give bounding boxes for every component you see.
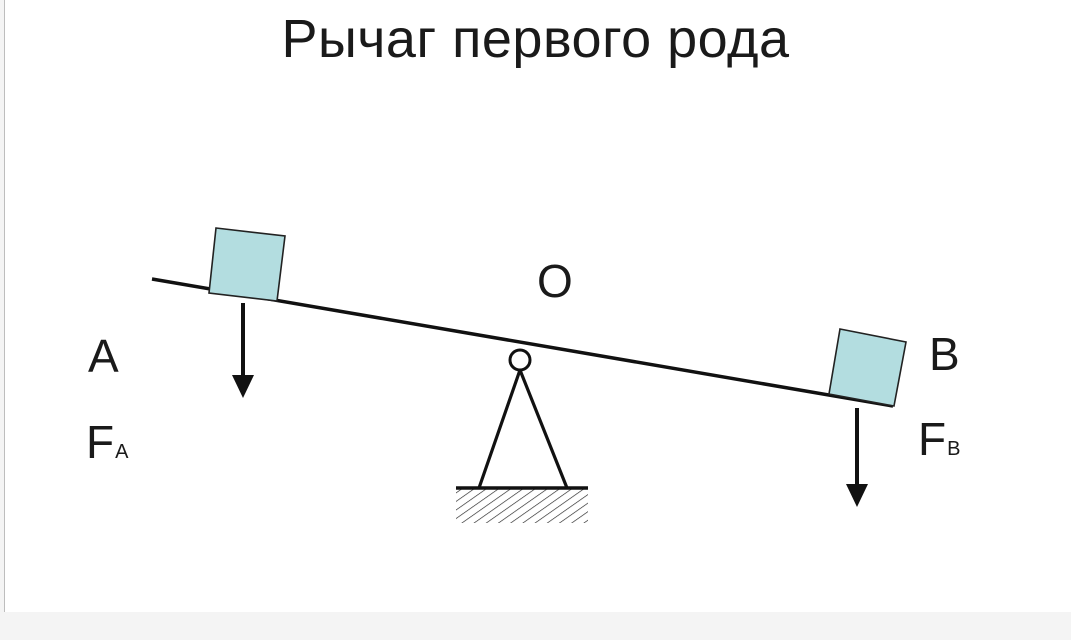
force-arrow-b-head — [846, 484, 868, 507]
weight-a — [208, 227, 286, 302]
fulcrum-support — [477, 365, 569, 489]
label-b: B — [929, 328, 960, 380]
label-force-b: FB — [918, 416, 960, 462]
label-a: A — [88, 330, 119, 382]
diagram-title: Рычаг первого рода — [281, 9, 790, 69]
label-force-a-main: F — [86, 416, 115, 468]
label-force-a-subscript: A — [115, 441, 129, 463]
label-o: O — [537, 255, 573, 307]
label-force-b-main: F — [918, 413, 947, 465]
label-force-b-subscript: B — [947, 438, 961, 460]
ground-hatching — [456, 489, 588, 523]
label-force-a: FA — [86, 419, 128, 465]
force-arrow-a-head — [232, 375, 254, 398]
weight-b — [828, 328, 907, 407]
pivot-point — [508, 348, 532, 372]
